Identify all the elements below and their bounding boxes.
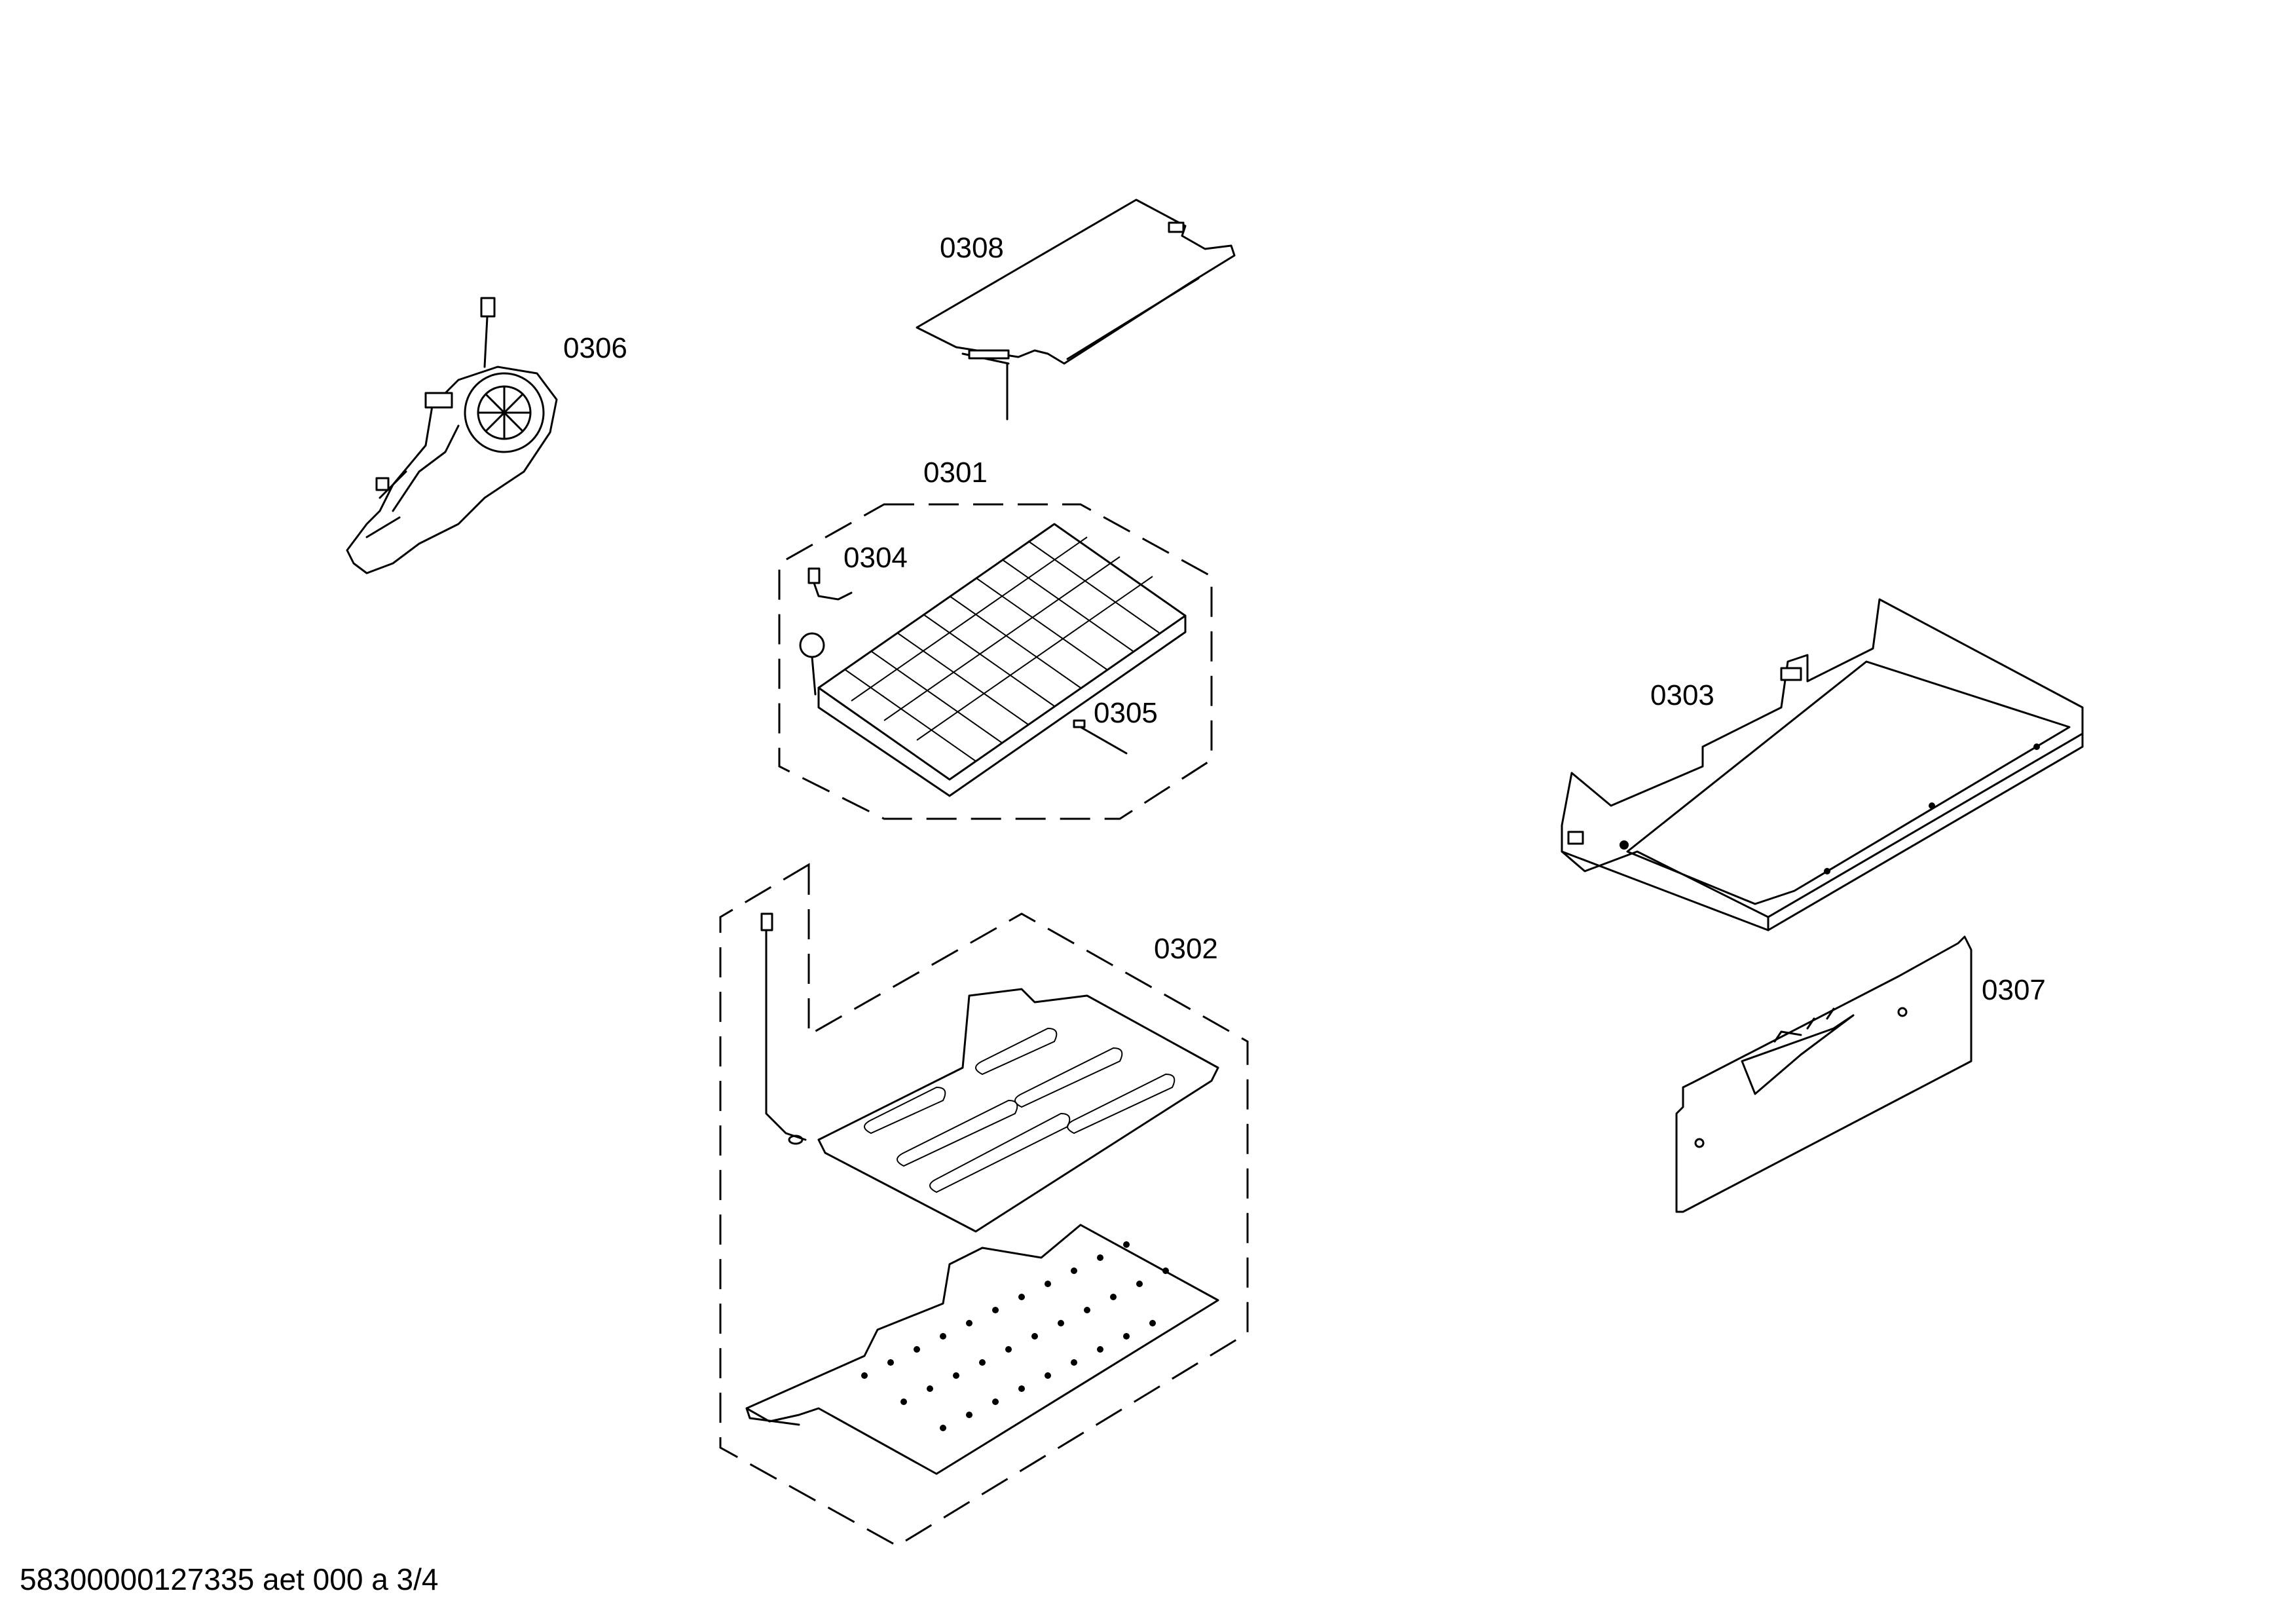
cover-plate-drawing (916, 198, 1236, 421)
part-label-0306[interactable]: 0306 (563, 332, 627, 364)
part-label-0303[interactable]: 0303 (1650, 679, 1714, 711)
evaporator-drawing (799, 523, 1187, 797)
part-label-0302[interactable]: 0302 (1154, 933, 1218, 965)
part-label-0308[interactable]: 0308 (940, 232, 1004, 264)
part-label-0301[interactable]: 0301 (923, 457, 988, 489)
part-label-0304[interactable]: 0304 (843, 542, 908, 574)
document-footer: 58300000127335 aet 000 a 3/4 (20, 1562, 439, 1596)
heater-group-outline (719, 863, 1249, 1547)
heater-drawing (745, 912, 1219, 1475)
part-label-0307[interactable]: 0307 (1982, 974, 2046, 1006)
evaporator-group-outline (778, 503, 1213, 820)
part-label-0305[interactable]: 0305 (1094, 697, 1158, 729)
air-duct-panel-drawing (1675, 935, 1972, 1213)
drain-tray-drawing (1561, 598, 2084, 931)
fan-motor-drawing (346, 297, 558, 574)
heater-plate-rivets (861, 1241, 1169, 1431)
